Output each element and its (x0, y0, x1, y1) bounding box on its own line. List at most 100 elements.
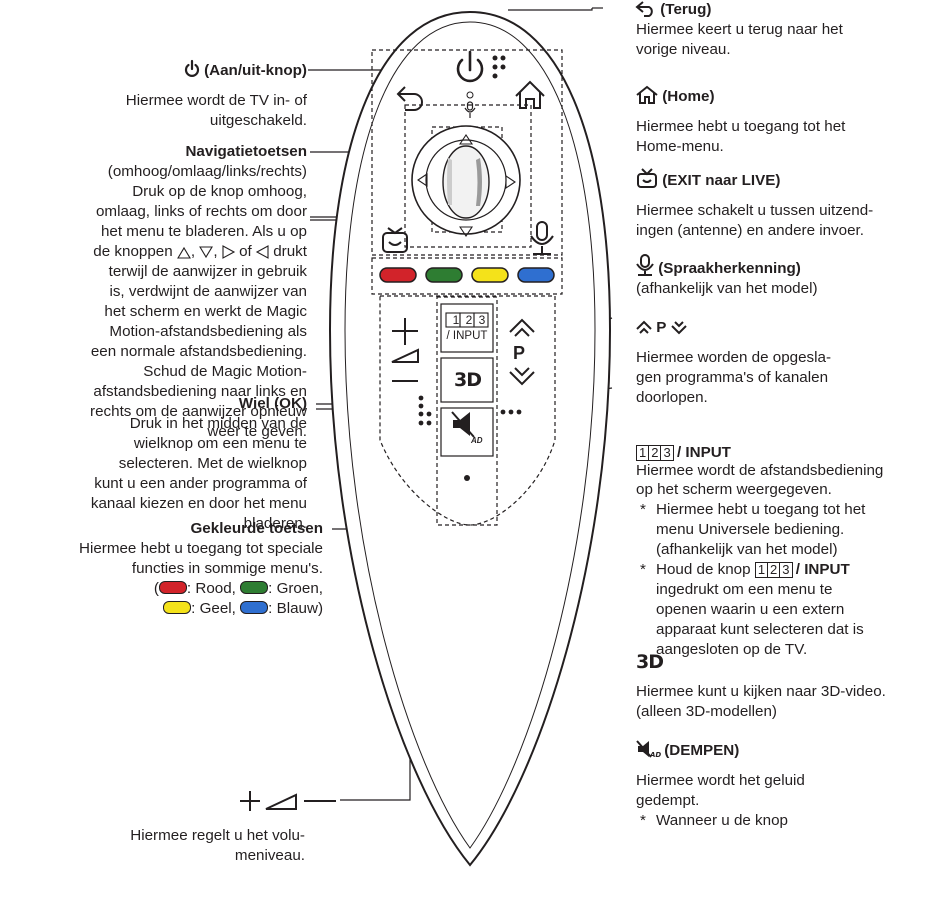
input-note-line: ingedrukt om een menu te (656, 581, 833, 598)
home-desc-line: Home-menu. (636, 138, 724, 155)
three-d-logo: 3D (636, 651, 664, 673)
up-triangle-icon (176, 246, 191, 259)
wheel-desc-line: bladeren. (243, 515, 307, 532)
remote-digit-1: 1 (452, 313, 460, 327)
colored-desc-line: Hiermee hebt u toegang tot speciale (78, 540, 323, 557)
remote-exit-live-button (382, 227, 408, 253)
wheel-section: Wiel (OK) Druk in het midden van de wiel… (7, 394, 307, 534)
wheel-desc-line: kanaal kiezen en door het menu (90, 495, 307, 512)
program-section: P Hiermee worden de opgesla- gen program… (636, 318, 928, 408)
remote-digit-2: 2 (465, 313, 473, 327)
wheel-desc-line: Druk in het midden van de (129, 415, 307, 432)
program-desc-line: doorlopen. (636, 389, 708, 406)
home-title: (Home) (662, 88, 715, 105)
chevron-up-double-icon (636, 320, 652, 334)
input-note-fragment: Houd de knop (656, 561, 751, 578)
left-triangle-icon (255, 245, 269, 259)
volume-desc-line: meniveau. (234, 847, 305, 864)
volume-section: Hiermee regelt u het volu- meniveau. (5, 826, 305, 866)
input-note-line: (afhankelijk van het model) (656, 541, 838, 558)
nav-desc-line: Motion-afstandsbediening als (109, 323, 307, 340)
remote-body (328, 10, 612, 867)
input-digit-box: 3 (660, 445, 674, 461)
nav-desc-arrows-line: de knoppen , , of drukt (7, 242, 307, 262)
remote-input-label: / INPUT (446, 330, 488, 342)
input-digit-box: 1 (636, 445, 650, 461)
remote-volume-up-button (392, 318, 418, 345)
nav-desc-line: Druk op de knop omhoog, (132, 183, 307, 200)
remote-mute-sub: AD (471, 436, 483, 445)
power-section: (Aan/uit-knop) Hiermee wordt de TV in- o… (7, 59, 307, 131)
mute-desc-line: Hiermee wordt het geluid (636, 772, 805, 789)
red-swatch-icon (158, 581, 187, 594)
nav-desc-line: een normale afstandsbediening. (90, 343, 307, 360)
voice-desc-line: (afhankelijk van het model) (636, 280, 818, 297)
remote-red-button (379, 267, 417, 283)
exit-desc-line: ingen (antenne) en andere invoer. (636, 222, 864, 239)
input-note-line: apparaat kunt selecteren dat is (656, 621, 864, 638)
nav-title: Navigatietoetsen (185, 143, 307, 160)
remote-volume-icon (391, 348, 419, 363)
program-desc-line: gen programma's of kanalen (636, 369, 829, 386)
colored-legend-row-2: : Geel, : Blauw) (3, 599, 323, 619)
colored-legend-row-1: (: Rood, : Groen, (3, 579, 323, 599)
input-digit-box: 3 (779, 562, 793, 578)
volume-desc-line: Hiermee regelt u het volu- (130, 827, 305, 844)
paren: ) (317, 600, 323, 617)
chevron-down-double-icon (670, 321, 687, 335)
three-d-desc-line: (alleen 3D-modellen) (636, 703, 777, 720)
power-desc: Hiermee wordt de TV in- of uitgeschakeld… (7, 91, 307, 131)
nav-desc-line: weer te geven. (207, 423, 307, 440)
voice-title: (Spraakherkenning) (658, 260, 801, 277)
home-desc-line: Hiermee hebt u toegang tot het (636, 118, 846, 135)
yellow-swatch-icon (163, 601, 192, 614)
down-triangle-icon (199, 246, 214, 259)
voice-section: (Spraakherkenning) (afhankelijk van het … (636, 254, 928, 299)
nav-desc-line: omlaag, links of rechts om door (95, 203, 307, 220)
three-d-section: 3D Hiermee kunt u kijken naar 3D-video. … (636, 652, 930, 722)
power-desc-line: Hiermee wordt de TV in- of (125, 92, 307, 109)
exit-live-icon (637, 168, 657, 188)
mute-icon: AD (636, 740, 661, 759)
back-icon (635, 1, 653, 17)
input-note-line: menu Universele bediening. (656, 521, 845, 538)
yellow-label: : Geel, (191, 600, 236, 617)
nav-desc-fragment: , (213, 243, 218, 260)
power-title: (Aan/uit-knop) (204, 62, 307, 79)
input-digit-box: 2 (648, 445, 662, 461)
colored-desc-line: functies in sommige menu's. (131, 560, 323, 577)
remote-voice-button (530, 221, 554, 255)
right-triangle-icon (222, 245, 236, 259)
remote-3d-button: 3D (454, 369, 482, 391)
exit-section: (EXIT naar LIVE) Hiermee schakelt u tuss… (636, 168, 932, 241)
mute-icon-sub: AD (649, 751, 661, 759)
mute-title: (DEMPEN) (664, 742, 740, 759)
program-title: P (656, 319, 667, 336)
mute-note: * Wanneer u de knop (636, 811, 930, 831)
remote-top-dashed-region (371, 49, 563, 256)
wheel-desc-line: wielknop om een menu te (133, 435, 307, 452)
exit-title: (EXIT naar LIVE) (662, 172, 781, 189)
nav-desc-line: Schud de Magic Motion- (143, 363, 307, 380)
three-d-desc-line: Hiermee kunt u kijken naar 3D-video. (636, 683, 886, 700)
input-note-line: openen waarin u een extern (656, 601, 845, 618)
back-section: (Terug) Hiermee keert u terug naar het v… (635, 0, 928, 60)
nav-desc-line: afstandsbediening naar links en (93, 383, 307, 400)
input-title: / INPUT (676, 444, 731, 461)
back-title: (Terug) (660, 1, 712, 18)
volume-icons (240, 791, 336, 811)
input-note-1: * Hiermee hebt u toegang tot het menu Un… (636, 500, 930, 560)
home-icon (636, 85, 658, 104)
nav-desc-line: (omhoog/omlaag/links/rechts) (107, 163, 307, 180)
mute-desc-line: gedempt. (636, 792, 700, 809)
remote-input-digit-boxes (445, 312, 489, 328)
nav-desc-line: terwijl de aanwijzer in gebruik (108, 263, 307, 280)
colored-title: Gekleurde toetsen (190, 520, 323, 537)
microphone-icon (636, 254, 654, 276)
nav-desc-fragment: de knoppen (93, 243, 173, 260)
nav-desc-line: rechts om de aanwijzer opnieuw (90, 403, 307, 420)
